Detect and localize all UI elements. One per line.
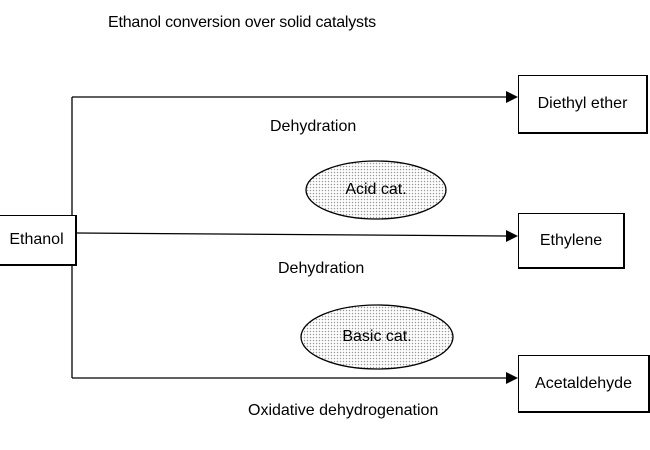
- acetaldehyde-label: Acetaldehyde: [535, 374, 632, 392]
- acid-catalyst-ellipse: [305, 160, 447, 220]
- ethylene-label: Ethylene: [539, 231, 603, 249]
- ethylene-node: Ethylene: [518, 213, 625, 269]
- oxidative-dehydrogenation-label: Oxidative dehydrogenation: [248, 402, 439, 419]
- dehydration-ethylene-label: Dehydration: [278, 260, 365, 277]
- arrowhead-acetaldehyde: [506, 372, 518, 384]
- ethanol-label: Ethanol: [9, 231, 64, 248]
- basic-catalyst-ellipse: [300, 304, 454, 370]
- arrow-to-ethylene-line: [76, 232, 507, 237]
- acetaldehyde-node: Acetaldehyde: [518, 355, 650, 413]
- acid-catalyst-label: Acid cat.: [345, 181, 407, 198]
- ethanol-node: Ethanol: [0, 215, 77, 266]
- basic-catalyst-label: Basic cat.: [342, 328, 412, 345]
- arrowhead-diethyl-ether: [506, 91, 518, 103]
- arrowhead-ethylene: [506, 230, 518, 242]
- dehydration-ether-label: Dehydration: [270, 118, 357, 135]
- diethyl-ether-label: Diethyl ether: [537, 95, 628, 112]
- diagram-title: Ethanol conversion over solid catalysts: [108, 14, 376, 31]
- diethyl-ether-node: Diethyl ether: [518, 75, 648, 134]
